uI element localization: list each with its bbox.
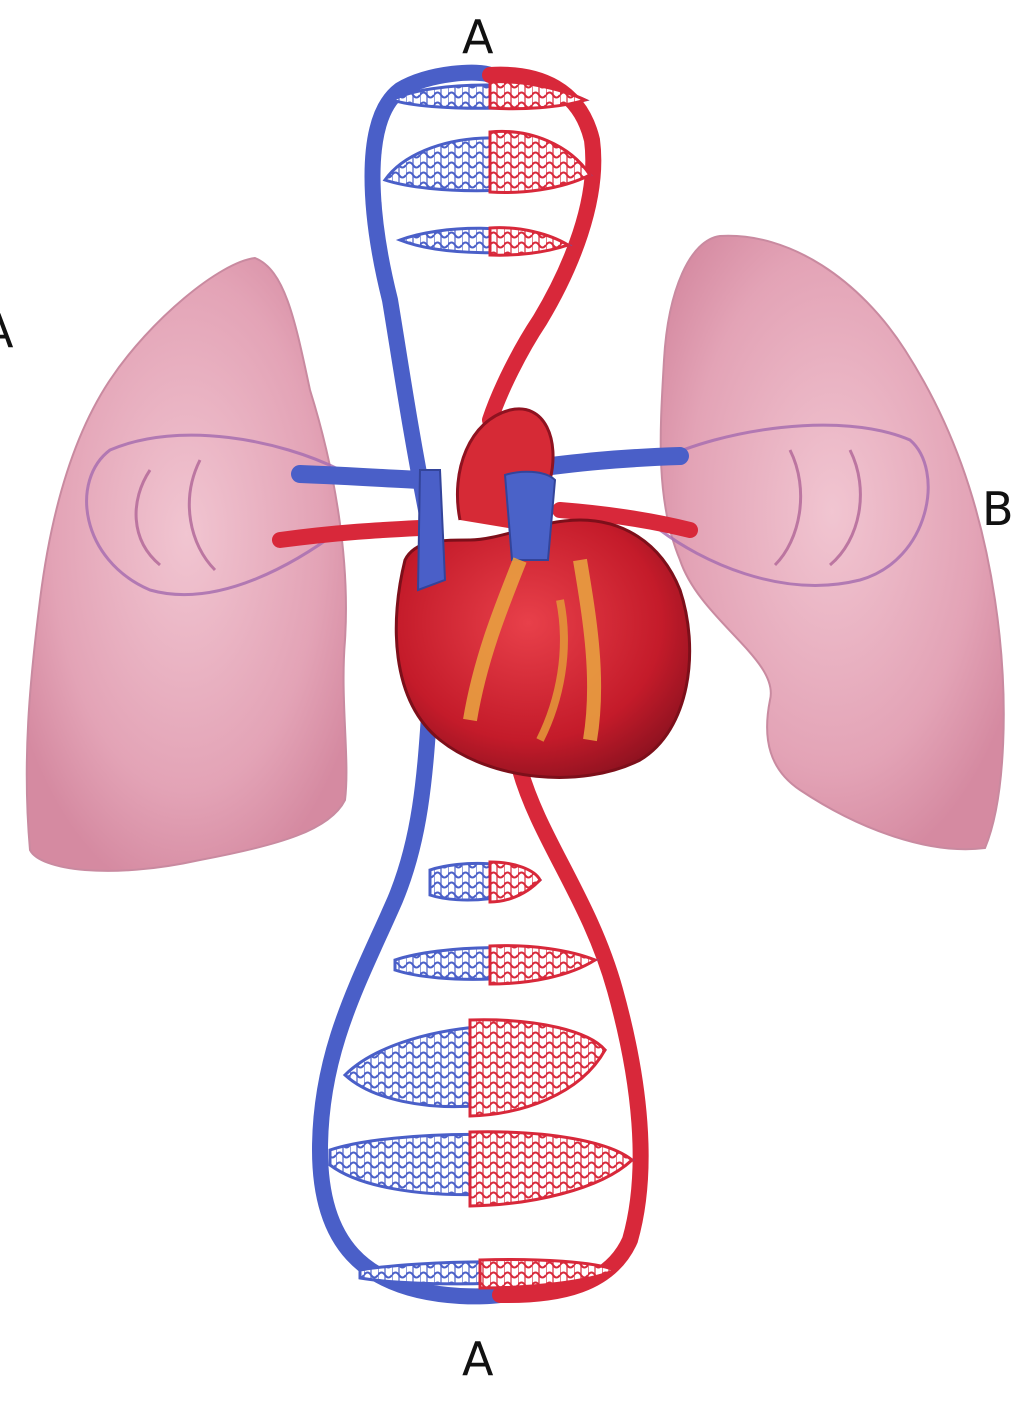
capillary-bed (345, 1020, 605, 1116)
capillary-bed (385, 131, 590, 192)
capillary-bed (395, 946, 595, 984)
label-left: A (0, 308, 13, 354)
right-lung (661, 236, 1004, 849)
label-bottom: A (462, 1336, 493, 1382)
upper-capillary-beds (385, 82, 590, 255)
capillary-bed (430, 862, 540, 902)
left-lung (27, 258, 347, 871)
capillary-bed (400, 228, 568, 255)
label-right: B (982, 486, 1014, 532)
label-top: A (462, 14, 493, 60)
capillary-bed (330, 1132, 632, 1206)
